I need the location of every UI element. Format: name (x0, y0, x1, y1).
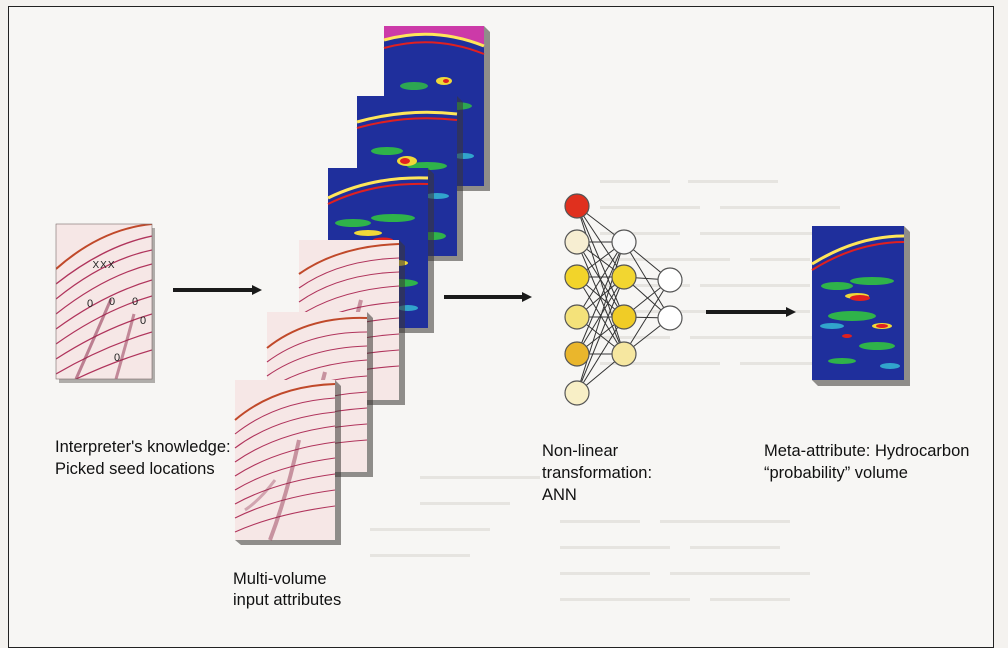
flow-arrows (0, 0, 1008, 622)
